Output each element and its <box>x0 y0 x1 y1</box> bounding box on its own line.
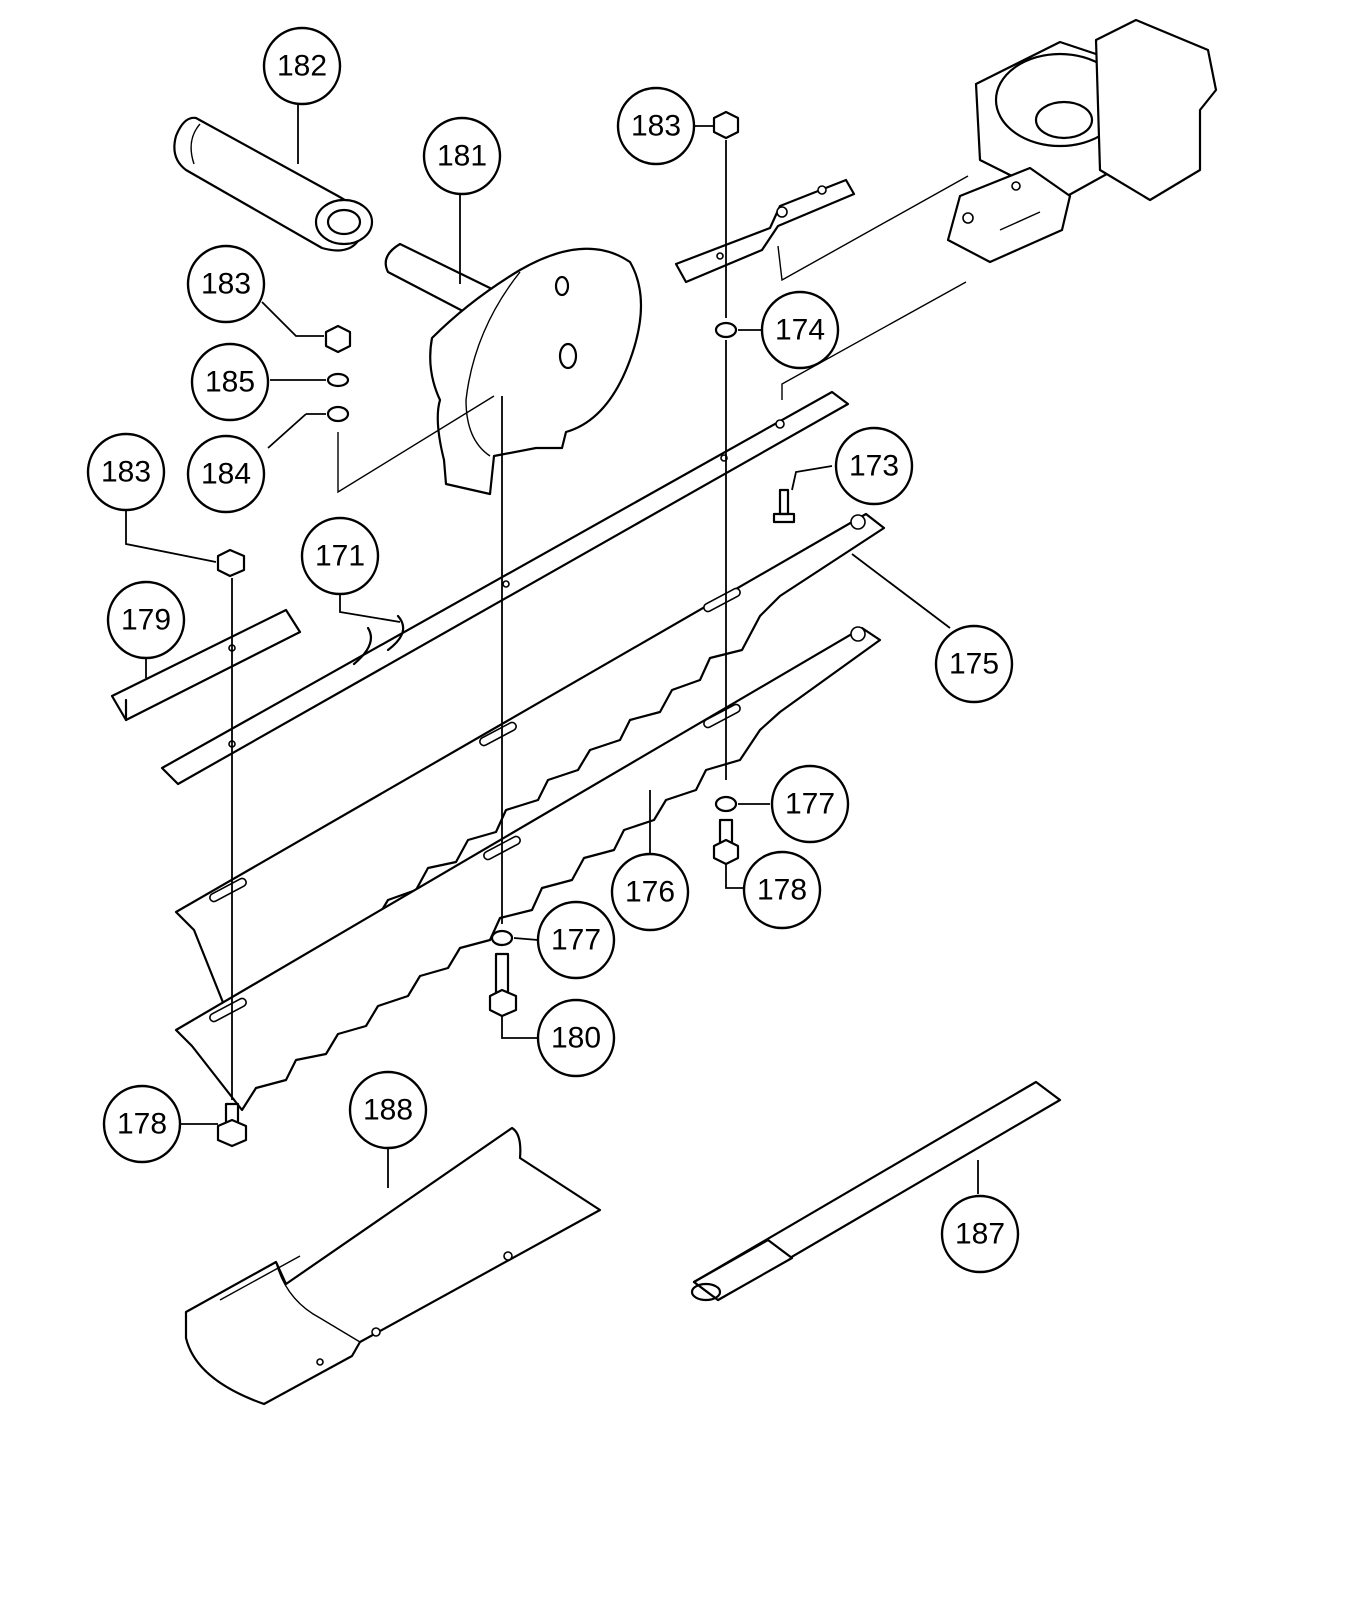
callout-number: 175 <box>949 648 999 681</box>
callout-number: 181 <box>437 140 487 173</box>
callout-circle <box>616 86 696 166</box>
callout-circle <box>300 516 380 596</box>
callout-number: 173 <box>849 450 899 483</box>
part-grip <box>173 116 374 252</box>
callout-c173: 173 <box>834 426 914 506</box>
callout-number: 183 <box>201 268 251 301</box>
callout-c183b: 183 <box>186 244 266 324</box>
callout-c176: 176 <box>610 852 690 932</box>
callout-c184: 184 <box>186 434 266 514</box>
part-upper-blade <box>174 512 886 1012</box>
callout-circle <box>86 432 166 512</box>
part-front-handle <box>384 242 643 496</box>
callout-circle <box>186 244 266 324</box>
callout-number: 183 <box>101 456 151 489</box>
callout-c183c: 183 <box>86 432 166 512</box>
callout-c178a: 178 <box>742 850 822 930</box>
callout-c183a: 183 <box>616 86 696 166</box>
callout-circle <box>348 1070 428 1150</box>
callout-c178b: 178 <box>102 1084 182 1164</box>
callout-labels: 182 181 183 183 183 185 184 174 173 171 179 175 177 1… <box>86 26 1020 1274</box>
callout-number: 184 <box>201 458 251 491</box>
callout-number: 179 <box>121 604 171 637</box>
callout-circle <box>262 26 342 106</box>
callout-number: 178 <box>117 1108 167 1141</box>
callout-c181: 181 <box>422 116 502 196</box>
callout-c179: 179 <box>106 580 186 660</box>
callout-circle <box>742 850 822 930</box>
part-hardware <box>216 110 796 1148</box>
part-lower-blade <box>174 626 882 1112</box>
callout-c177b: 177 <box>536 900 616 980</box>
callout-c175: 175 <box>934 624 1014 704</box>
callout-number: 178 <box>757 874 807 907</box>
callout-circle <box>770 764 850 844</box>
callout-c171: 171 <box>300 516 380 596</box>
callout-c187: 187 <box>940 1194 1020 1274</box>
callout-number: 176 <box>625 876 675 909</box>
callout-number: 177 <box>551 924 601 957</box>
callout-number: 182 <box>277 50 327 83</box>
callout-c182: 182 <box>262 26 342 106</box>
callout-circle <box>102 1084 182 1164</box>
callout-number: 183 <box>631 110 681 143</box>
callout-circle <box>934 624 1014 704</box>
callout-circle <box>940 1194 1020 1274</box>
callout-number: 180 <box>551 1022 601 1055</box>
callout-c177a: 177 <box>770 764 850 844</box>
callout-number: 185 <box>205 366 255 399</box>
callout-circle <box>536 900 616 980</box>
callout-c174: 174 <box>760 290 840 370</box>
callout-circle <box>834 426 914 506</box>
leader-lines <box>125 102 979 1194</box>
callout-c180: 180 <box>536 998 616 1078</box>
callout-number: 171 <box>315 540 365 573</box>
callout-number: 188 <box>363 1094 413 1127</box>
callout-circle <box>610 852 690 932</box>
callout-c188: 188 <box>348 1070 428 1150</box>
callout-number: 187 <box>955 1218 1005 1251</box>
callout-c185: 185 <box>190 342 270 422</box>
callout-number: 174 <box>775 314 825 347</box>
callout-circle <box>422 116 502 196</box>
callout-circle <box>760 290 840 370</box>
part-blade-cover <box>184 1126 602 1406</box>
callout-number: 177 <box>785 788 835 821</box>
callout-circle <box>186 434 266 514</box>
callout-circle <box>106 580 186 660</box>
part-channel <box>110 608 302 722</box>
part-shaft-cover <box>690 1080 1062 1302</box>
part-gearbox <box>946 18 1218 264</box>
part-top-plate <box>674 178 856 284</box>
callout-circle <box>190 342 270 422</box>
callout-circle <box>536 998 616 1078</box>
